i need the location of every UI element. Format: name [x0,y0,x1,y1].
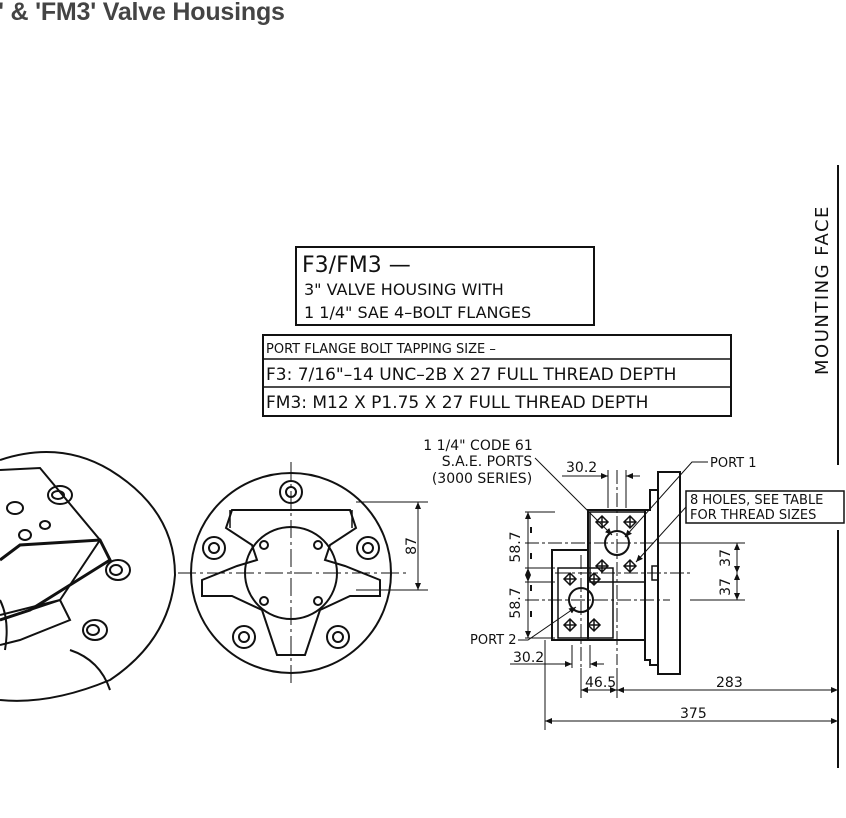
callouts: 1 1/4" CODE 61 S.A.E. PORTS (3000 SERIES… [423,438,845,648]
dimension-30-2-bottom: 30.2 [513,650,544,666]
port-1-label: PORT 1 [710,456,757,471]
dimension-58-7-bottom: 58.7 [508,587,524,618]
dimension-37-b: 37 [718,578,734,596]
title-box-line-1: F3/FM3 — [302,253,411,278]
ports-callout-line-3: (3000 SERIES) [432,471,532,487]
side-view [525,470,690,675]
dimension-46-5: 46.5 [585,675,616,691]
dimension-37-a: 37 [718,549,734,567]
ports-callout-line-1: 1 1/4" CODE 61 [423,438,532,454]
holes-callout-line-1: 8 HOLES, SEE TABLE [690,493,823,508]
page-title: ' & 'FM3' Valve Housings [0,0,285,26]
side-view-dimensions: 30.2 58.7 58.7 37 37 30.2 46.5 283 [508,460,838,730]
tapping-table-row-f3: F3: 7/16"–14 UNC–2B X 27 FULL THREAD DEP… [266,365,676,385]
ports-callout-line-2: S.A.E. PORTS [442,454,533,470]
title-box: F3/FM3 — 3" VALVE HOUSING WITH 1 1/4" SA… [295,246,595,326]
dimension-283: 283 [716,675,743,691]
dimension-87: 87 [404,537,420,555]
tapping-table: PORT FLANGE BOLT TAPPING SIZE – F3: 7/16… [262,334,732,417]
dimension-375: 375 [680,706,707,722]
mounting-face: MOUNTING FACE [812,165,839,768]
tapping-table-header: PORT FLANGE BOLT TAPPING SIZE – [266,342,496,357]
title-box-line-2: 3" VALVE HOUSING WITH [304,280,504,299]
port-2-label: PORT 2 [470,633,517,648]
title-box-line-3: 1 1/4" SAE 4–BOLT FLANGES [304,303,531,322]
tapping-table-row-fm3: FM3: M12 X P1.75 X 27 FULL THREAD DEPTH [266,393,648,413]
isometric-view [0,451,177,702]
dimension-58-7-top: 58.7 [508,531,524,562]
mounting-face-label: MOUNTING FACE [812,205,833,375]
front-view: 87 [178,462,428,686]
dimension-30-2-top: 30.2 [566,460,597,476]
holes-callout-line-2: FOR THREAD SIZES [690,508,816,523]
